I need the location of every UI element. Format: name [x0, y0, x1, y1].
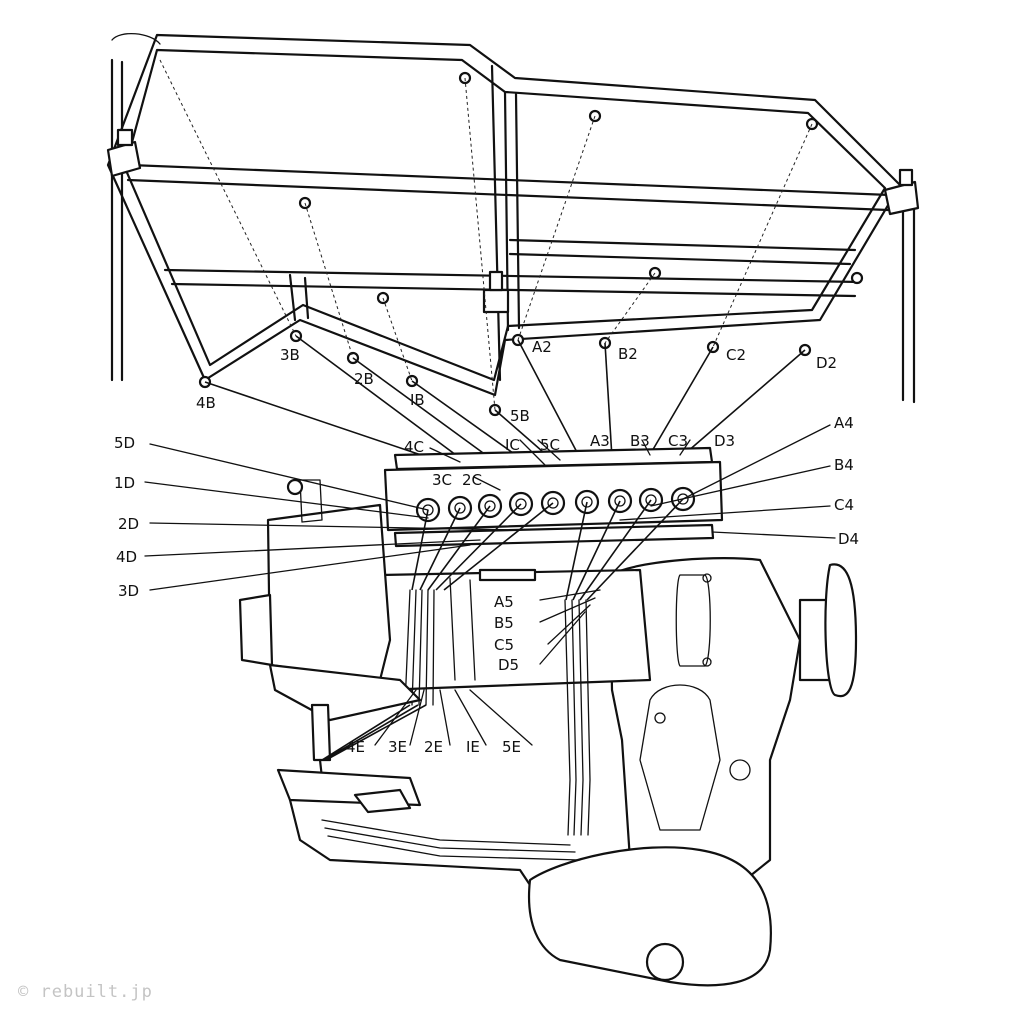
label-1D: 1D — [114, 474, 135, 492]
label-A4: A4 — [834, 414, 854, 432]
label-D5: D5 — [498, 656, 519, 674]
label-5B: 5B — [510, 407, 530, 425]
label-2E: 2E — [424, 738, 443, 756]
lower-threads — [321, 498, 684, 761]
label-5C: 5C — [540, 436, 560, 454]
part-labels: 4B 3B 2B IB 5B A2 B2 C2 D2 4C IC 5C A3 B… — [114, 338, 859, 756]
label-C5: C5 — [494, 636, 514, 654]
label-B4: B4 — [834, 456, 854, 474]
label-D2: D2 — [816, 354, 837, 372]
label-5D: 5D — [114, 434, 135, 452]
label-4C: 4C — [404, 438, 424, 456]
label-D3: D3 — [714, 432, 735, 450]
label-3C: 3C — [432, 471, 452, 489]
label-C3: C3 — [668, 432, 688, 450]
label-B5: B5 — [494, 614, 514, 632]
sewing-machine — [238, 478, 858, 987]
tension-assembly — [383, 446, 724, 548]
thread-stand-frame — [106, 33, 920, 417]
label-1B: IB — [410, 391, 425, 409]
label-2C: 2C — [462, 471, 482, 489]
upper-threads — [204, 335, 806, 459]
label-5E: 5E — [502, 738, 521, 756]
label-B3: B3 — [630, 432, 650, 450]
label-2D: 2D — [118, 515, 139, 533]
label-4E: 4E — [346, 738, 365, 756]
label-C4: C4 — [834, 496, 854, 514]
label-1E: IE — [466, 738, 480, 756]
label-3E: 3E — [388, 738, 407, 756]
label-3B: 3B — [280, 346, 300, 364]
label-1C: IC — [505, 436, 520, 454]
label-B2: B2 — [618, 345, 638, 363]
watermark: © rebuilt.jp — [18, 982, 153, 1002]
label-3D: 3D — [118, 582, 139, 600]
label-D4: D4 — [838, 530, 859, 548]
label-A2: A2 — [532, 338, 552, 356]
label-2B: 2B — [354, 370, 374, 388]
label-4D: 4D — [116, 548, 137, 566]
label-A3: A3 — [590, 432, 610, 450]
leader-lines — [144, 424, 836, 746]
label-4B: 4B — [196, 394, 216, 412]
label-C2: C2 — [726, 346, 746, 364]
label-A5: A5 — [494, 593, 514, 611]
